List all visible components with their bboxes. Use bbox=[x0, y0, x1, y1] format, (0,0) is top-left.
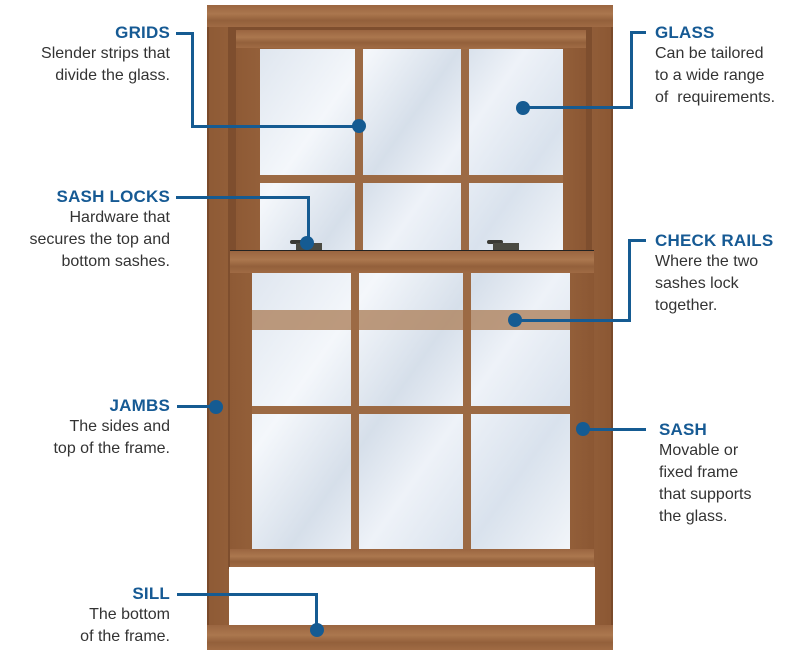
callout-desc: the glass. bbox=[659, 508, 728, 525]
callout-desc: secures the top and bbox=[29, 231, 170, 248]
callout-desc: Hardware that bbox=[69, 209, 171, 226]
head-jamb bbox=[207, 5, 613, 27]
sash-locks-leader bbox=[176, 196, 310, 199]
lower-grid-horizontal bbox=[252, 406, 570, 414]
check-rails-leader bbox=[518, 319, 631, 322]
sill bbox=[207, 625, 613, 650]
callout-desc: divide the glass. bbox=[55, 67, 170, 84]
upper-glass bbox=[260, 49, 563, 250]
check-rails-marker[interactable] bbox=[508, 313, 522, 327]
sash-lock-right bbox=[487, 240, 527, 250]
callout-grids: GRIDS Slender strips that divide the gla… bbox=[0, 23, 170, 87]
callout-desc: that supports bbox=[659, 486, 752, 503]
sill-leader bbox=[177, 593, 318, 596]
jambs-marker[interactable] bbox=[209, 400, 223, 414]
lower-sash-bottom-rail bbox=[230, 549, 594, 567]
callout-desc: of requirements. bbox=[655, 89, 776, 106]
callout-desc: The sides and bbox=[69, 418, 170, 435]
callout-title: CHECK RAILS bbox=[655, 231, 774, 250]
callout-jambs: JAMBS The sides and top of the frame. bbox=[0, 396, 170, 460]
sash-locks-marker[interactable] bbox=[300, 236, 314, 250]
callout-desc: of the frame. bbox=[80, 628, 170, 645]
callout-title: GRIDS bbox=[115, 23, 170, 42]
callout-desc: Movable or bbox=[659, 442, 739, 459]
callout-sash-locks: SASH LOCKS Hardware that secures the top… bbox=[0, 187, 170, 273]
callout-desc: Where the two bbox=[655, 253, 759, 270]
callout-sash: SASH Movable or fixed frame that support… bbox=[659, 420, 800, 528]
sash-marker[interactable] bbox=[576, 422, 590, 436]
callout-desc: to a wide range bbox=[655, 67, 765, 84]
callout-desc: top of the frame. bbox=[53, 440, 170, 457]
glass-leader bbox=[525, 106, 633, 109]
sill-opening bbox=[229, 567, 595, 625]
callout-desc: Can be tailored bbox=[655, 45, 764, 62]
callout-desc: bottom sashes. bbox=[61, 253, 171, 270]
callout-desc: sashes lock bbox=[655, 275, 739, 292]
callout-check-rails: CHECK RAILS Where the two sashes lock to… bbox=[655, 231, 800, 317]
sill-marker[interactable] bbox=[310, 623, 324, 637]
upper-grid-horizontal bbox=[260, 175, 563, 183]
sash-leader bbox=[585, 428, 646, 431]
callout-title: SASH LOCKS bbox=[56, 187, 170, 206]
upper-sash-bottom-rail-behind bbox=[252, 310, 570, 330]
callout-glass: GLASS Can be tailored to a wide range of… bbox=[655, 23, 800, 109]
callout-desc: The bottom bbox=[89, 606, 170, 623]
callout-desc: together. bbox=[655, 297, 718, 314]
grids-leader bbox=[176, 32, 193, 35]
jambs-leader bbox=[177, 405, 213, 408]
upper-grid-vertical-2 bbox=[461, 49, 469, 250]
grids-marker[interactable] bbox=[352, 119, 366, 133]
glass-marker[interactable] bbox=[516, 101, 530, 115]
callout-desc: fixed frame bbox=[659, 464, 739, 481]
callout-title: SASH bbox=[659, 420, 708, 439]
callout-desc: Slender strips that bbox=[41, 45, 170, 62]
callout-title: SILL bbox=[132, 584, 170, 603]
callout-sill: SILL The bottom of the frame. bbox=[0, 584, 170, 648]
callout-title: JAMBS bbox=[109, 396, 170, 415]
upper-sash-top-rail bbox=[236, 30, 586, 48]
check-rail bbox=[230, 251, 594, 273]
upper-grid-vertical-1 bbox=[355, 49, 363, 250]
callout-title: GLASS bbox=[655, 23, 715, 42]
